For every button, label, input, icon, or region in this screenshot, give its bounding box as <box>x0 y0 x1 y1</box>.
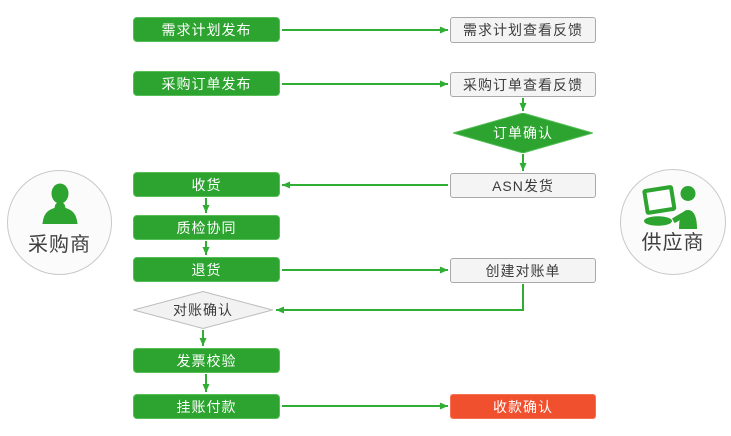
flow-node-receive-goods: 收货 <box>133 172 280 197</box>
diamond-shape <box>133 291 273 329</box>
flow-node-demand-plan-publish: 需求计划发布 <box>133 17 280 42</box>
flow-node-invoice-verify: 发票校验 <box>133 348 280 373</box>
flow-node-return-goods: 退货 <box>133 257 280 282</box>
flow-node-receipt-confirm: 收款确认 <box>450 394 596 419</box>
flow-node-asn-ship: ASN发货 <box>450 173 596 198</box>
decision-order-confirm-label: 订单确认 <box>493 125 553 141</box>
diamond-shape <box>453 113 593 153</box>
person-laptop-icon <box>642 185 697 229</box>
supplier-avatar: 供应商 <box>620 169 726 275</box>
flow-node-purchase-order-feedback: 采购订单查看反馈 <box>450 72 596 97</box>
flow-node-book-payment: 挂账付款 <box>133 394 280 419</box>
flow-node-purchase-order-publish: 采购订单发布 <box>133 71 280 96</box>
decision-order-confirm: 订单确认 <box>453 113 593 153</box>
decision-reconcile-confirm: 对账确认 <box>133 291 273 329</box>
flow-node-demand-plan-feedback: 需求计划查看反馈 <box>450 17 596 43</box>
decision-reconcile-confirm-label: 对账确认 <box>173 302 233 318</box>
supplier-label: 供应商 <box>641 232 705 254</box>
buyer-avatar: 采购商 <box>7 170 112 275</box>
person-icon <box>41 183 78 224</box>
flow-node-create-statement: 创建对账单 <box>450 258 596 283</box>
buyer-label: 采购商 <box>28 234 91 256</box>
flow-node-quality-collab: 质检协同 <box>133 215 280 240</box>
